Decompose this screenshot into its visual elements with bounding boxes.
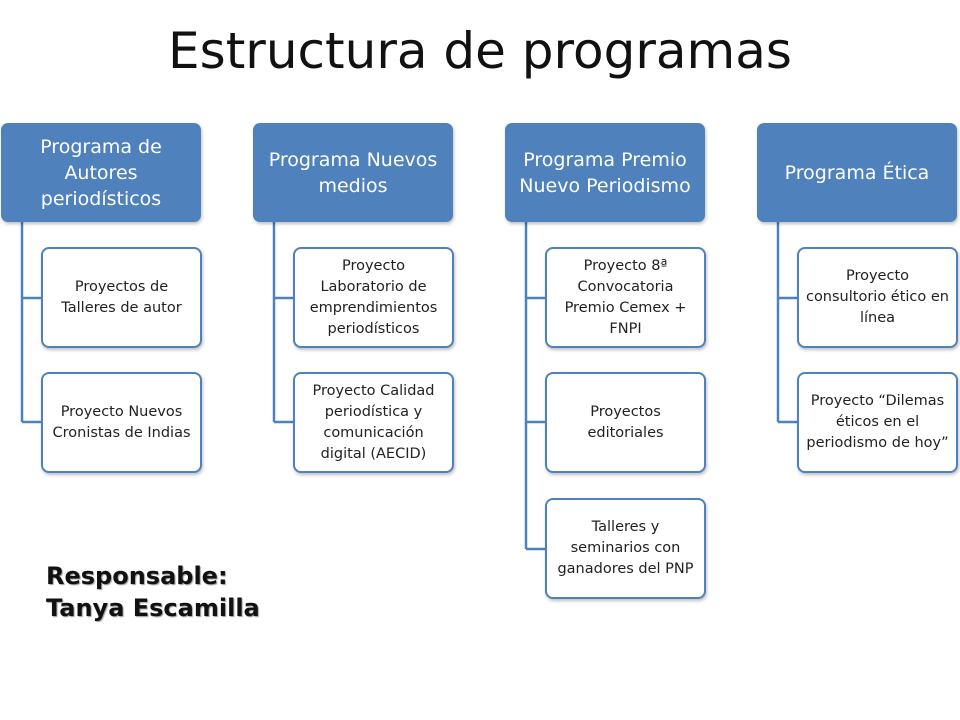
connector-program-4 bbox=[776, 222, 797, 424]
program-etica: Programa Ética bbox=[757, 123, 957, 222]
project-calidad-periodistica: Proyecto Calidad periodística y comunica… bbox=[293, 372, 454, 473]
responsible-name: Tanya Escamilla bbox=[46, 594, 260, 622]
project-laboratorio-emprendimientos: Proyecto Laboratorio de emprendimientos … bbox=[293, 247, 454, 348]
project-editoriales: Proyectos editoriales bbox=[545, 372, 706, 473]
project-dilemas-eticos: Proyecto “Dilemas éticos en el periodism… bbox=[797, 372, 958, 473]
project-talleres-de-autor: Proyectos de Talleres de autor bbox=[41, 247, 202, 348]
project-convocatoria-cemex: Proyecto 8ª Convocatoria Premio Cemex + … bbox=[545, 247, 706, 348]
program-nuevos-medios: Programa Nuevos medios bbox=[253, 123, 453, 222]
connector-program-2 bbox=[272, 222, 293, 424]
responsible-block: Responsable: Tanya Escamilla bbox=[46, 560, 260, 624]
page-title: Estructura de programas bbox=[168, 22, 792, 80]
connector-program-3 bbox=[524, 222, 545, 551]
project-nuevos-cronistas: Proyecto Nuevos Cronistas de Indias bbox=[41, 372, 202, 473]
responsible-label: Responsable: bbox=[46, 562, 228, 590]
program-autores-periodisticos: Programa de Autores periodísticos bbox=[1, 123, 201, 222]
project-consultorio-etico: Proyecto consultorio ético en línea bbox=[797, 247, 958, 348]
connector-program-1 bbox=[20, 222, 41, 424]
project-talleres-seminarios: Talleres y seminarios con ganadores del … bbox=[545, 498, 706, 599]
program-premio-nuevo-periodismo: Programa Premio Nuevo Periodismo bbox=[505, 123, 705, 222]
